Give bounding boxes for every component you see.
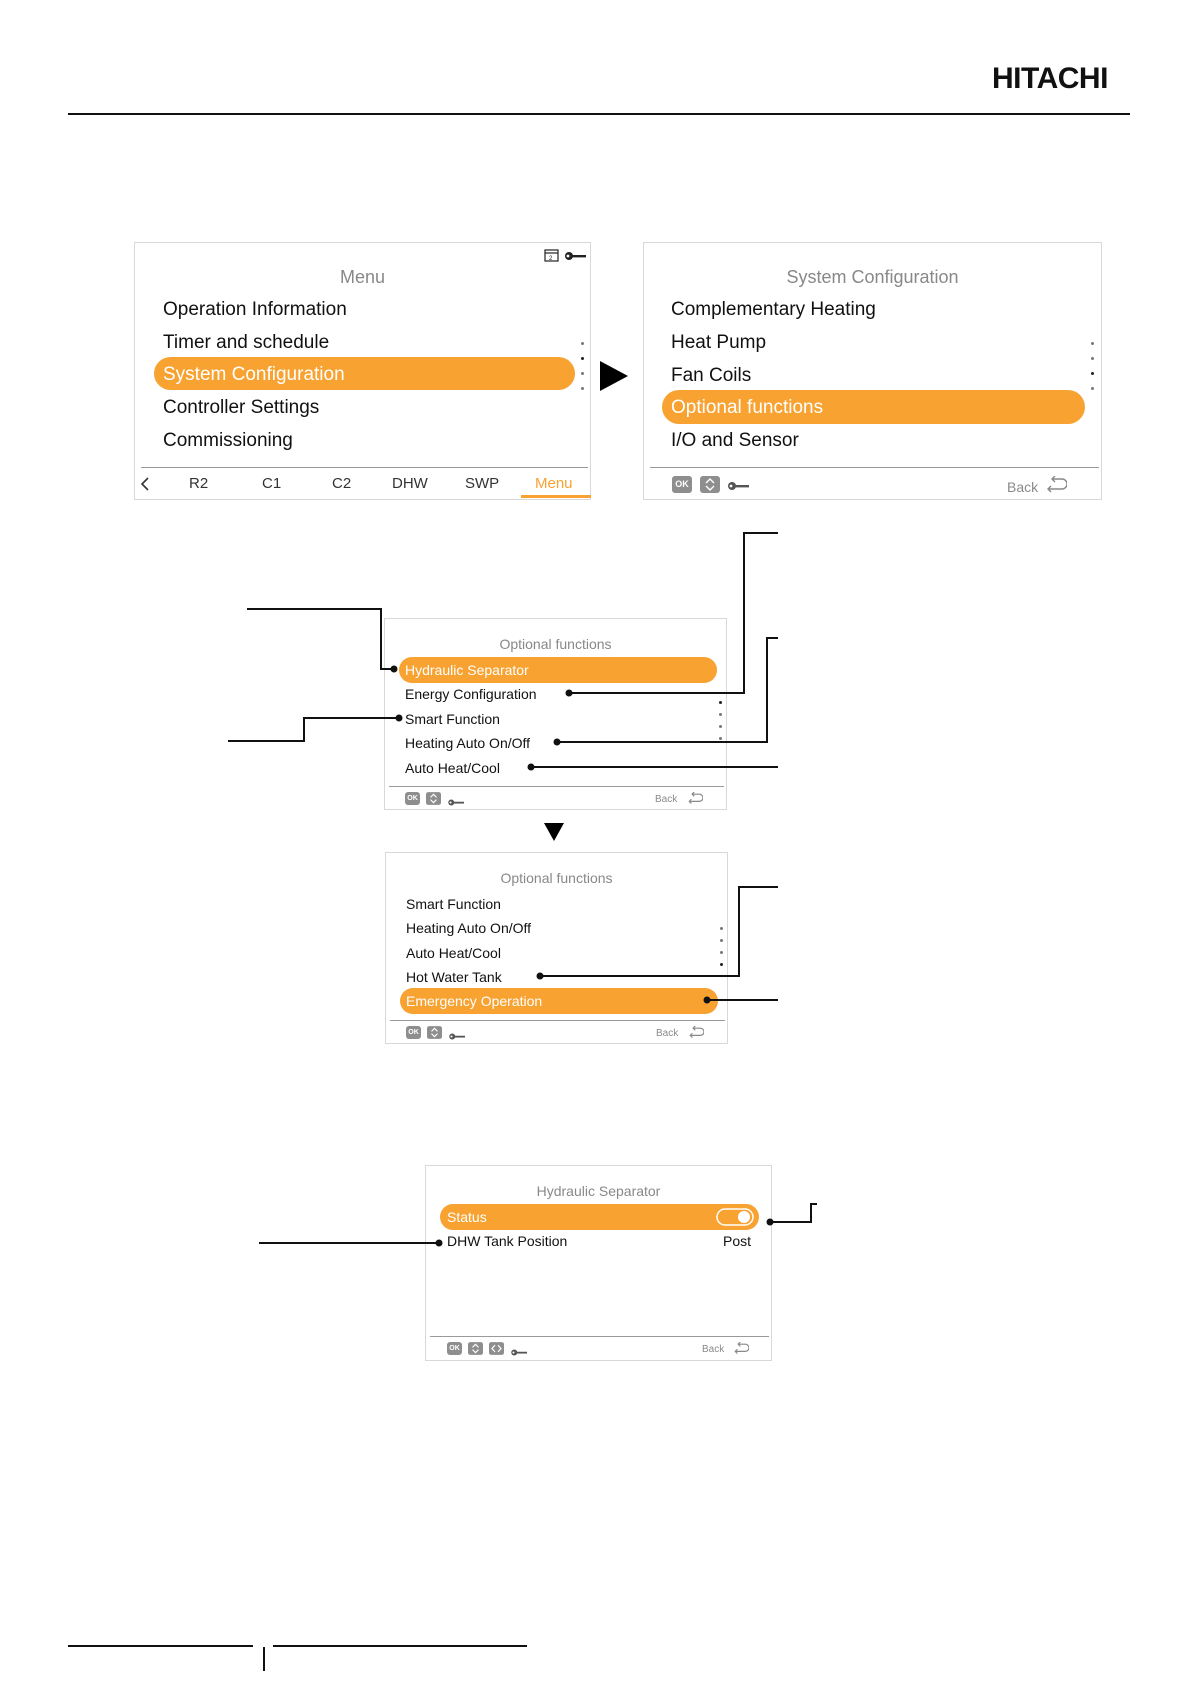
menu-item[interactable]: Commissioning — [163, 430, 293, 451]
flow-arrow-right — [600, 361, 628, 391]
hitachi-logo: HITACHI — [992, 62, 1108, 95]
optional-item[interactable]: Smart Function — [406, 896, 501, 912]
tab-c2[interactable]: C2 — [332, 475, 352, 492]
wrench-icon — [449, 1028, 466, 1046]
wrench-icon — [728, 479, 750, 497]
optional-item[interactable]: Heating Auto On/Off — [405, 735, 531, 751]
status-toggle[interactable] — [716, 1208, 754, 1231]
system-configuration-screen: System Configuration Complementary Heati… — [643, 242, 1102, 500]
ok-button-icon[interactable]: OK — [672, 476, 692, 493]
tab-bar-divider — [141, 467, 588, 468]
back-arrow-icon[interactable] — [688, 1025, 705, 1044]
wrench-icon — [565, 249, 587, 267]
optional-item[interactable]: Auto Heat/Cool — [405, 760, 500, 776]
footer-divider — [389, 786, 724, 787]
back-arrow-icon[interactable] — [1045, 475, 1068, 499]
optional-item-selected-label: Emergency Operation — [406, 993, 543, 1009]
hydraulic-separator-screen: Hydraulic Separator Status DHW Tank Posi… — [425, 1165, 772, 1361]
menu-item[interactable]: Controller Settings — [163, 397, 320, 418]
menu-item-selected[interactable] — [154, 357, 575, 390]
active-tab-underline — [521, 495, 591, 498]
system-configuration-title: System Configuration — [786, 267, 959, 287]
optional-functions-title: Optional functions — [499, 636, 612, 652]
back-arrow-icon[interactable] — [687, 791, 704, 810]
ok-button-icon[interactable]: OK — [406, 1026, 421, 1039]
optional-item[interactable]: Auto Heat/Cool — [406, 945, 501, 961]
tab-menu[interactable]: Menu — [535, 475, 573, 492]
scroll-button-icon[interactable] — [468, 1342, 483, 1360]
scroll-button-icon[interactable] — [700, 476, 720, 498]
scroll-button-icon[interactable] — [426, 792, 441, 810]
footer-divider — [650, 467, 1099, 468]
footer-rule-right — [273, 1645, 527, 1647]
config-item-selected-label: Optional functions — [671, 397, 824, 418]
chevron-left-icon[interactable] — [140, 476, 150, 497]
menu-item-selected-label: System Configuration — [163, 364, 345, 385]
optional-item-selected[interactable] — [400, 988, 718, 1014]
flow-arrow-down — [544, 823, 564, 841]
wrench-icon — [448, 794, 465, 812]
config-item[interactable]: Fan Coils — [671, 365, 752, 386]
tab-dhw[interactable]: DHW — [392, 475, 428, 492]
config-item[interactable]: Heat Pump — [671, 332, 767, 353]
footer-divider — [390, 1020, 725, 1021]
header-rule — [68, 113, 1130, 115]
back-arrow-icon[interactable] — [733, 1341, 750, 1360]
wrench-icon — [511, 1344, 528, 1362]
svg-text:2: 2 — [549, 256, 553, 262]
back-label[interactable]: Back — [656, 1028, 679, 1039]
optional-item[interactable]: Smart Function — [405, 711, 500, 727]
ok-button-icon[interactable]: OK — [447, 1342, 462, 1355]
config-item[interactable]: Complementary Heating — [671, 299, 876, 320]
tab-r2[interactable]: R2 — [189, 475, 209, 492]
optional-functions-screen-2: Optional functions Smart Function Heatin… — [385, 852, 728, 1044]
optional-functions-title: Optional functions — [500, 870, 613, 886]
optional-functions-screen-1: Optional functions Hydraulic Separator E… — [384, 618, 727, 810]
menu-title: Menu — [339, 267, 386, 287]
hydraulic-separator-title: Hydraulic Separator — [536, 1183, 661, 1199]
calendar-icon: 2 — [544, 248, 560, 267]
optional-item[interactable]: Energy Configuration — [405, 686, 537, 702]
horizontal-scroll-button-icon[interactable] — [489, 1342, 504, 1360]
optional-item-selected-label: Hydraulic Separator — [405, 662, 529, 678]
ok-button-icon[interactable]: OK — [405, 792, 420, 805]
dhw-tank-position-value[interactable]: Post — [723, 1233, 752, 1249]
optional-item-selected[interactable] — [399, 657, 717, 683]
footer-vertical-divider — [263, 1647, 265, 1671]
status-label: Status — [447, 1209, 487, 1225]
optional-item[interactable]: Heating Auto On/Off — [406, 920, 532, 936]
back-label[interactable]: Back — [702, 1344, 725, 1355]
menu-screen: Menu 2 Operation Information Timer and s… — [134, 242, 591, 500]
status-row-selected[interactable] — [440, 1204, 759, 1230]
back-label[interactable]: Back — [655, 794, 678, 805]
back-label[interactable]: Back — [1007, 479, 1039, 495]
menu-item[interactable]: Operation Information — [163, 299, 347, 320]
footer-divider — [430, 1336, 769, 1337]
optional-item[interactable]: Hot Water Tank — [406, 969, 502, 985]
tab-c1[interactable]: C1 — [262, 475, 282, 492]
scroll-button-icon[interactable] — [427, 1026, 442, 1044]
tab-swp[interactable]: SWP — [465, 475, 500, 492]
footer-rule-left — [68, 1645, 253, 1647]
config-item[interactable]: I/O and Sensor — [671, 430, 799, 451]
config-item-selected[interactable] — [662, 390, 1085, 424]
menu-item[interactable]: Timer and schedule — [163, 332, 330, 353]
dhw-tank-position-label: DHW Tank Position — [447, 1233, 568, 1249]
